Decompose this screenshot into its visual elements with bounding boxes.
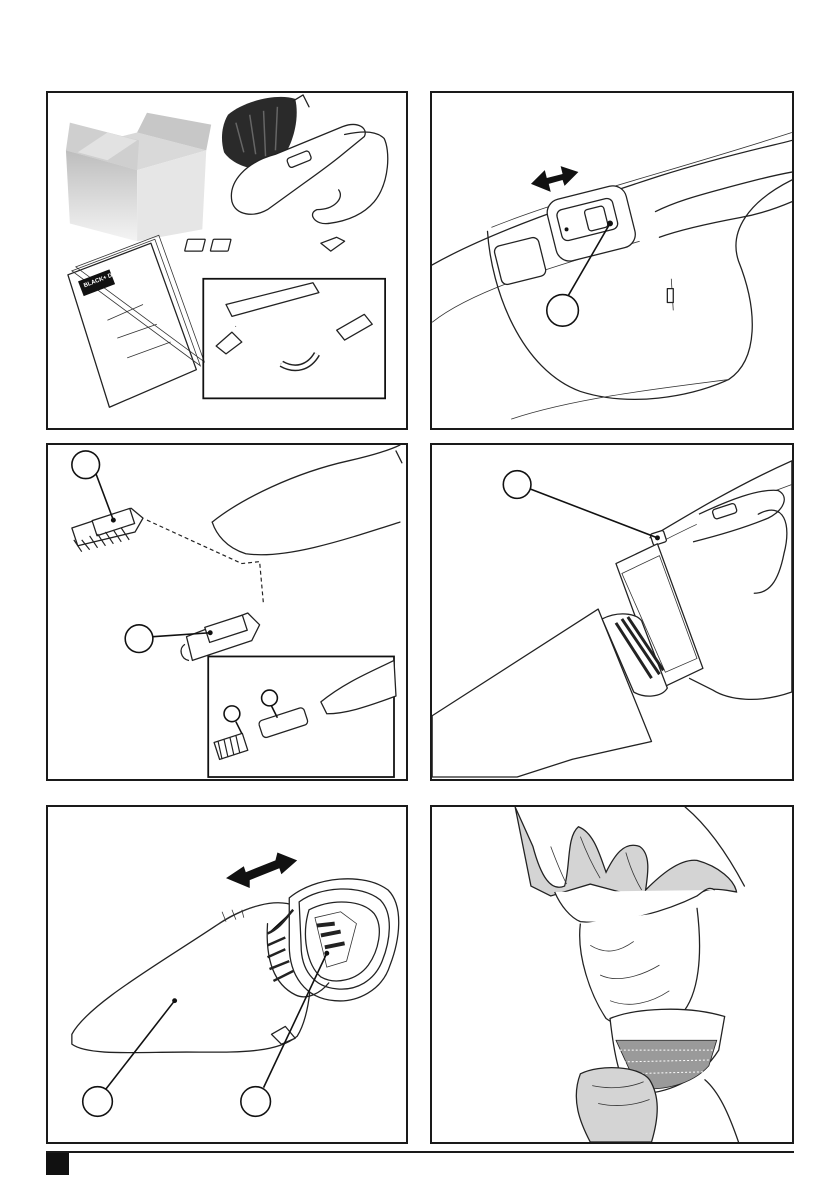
instruction-manual-illustration: BLACK+ DECKER bbox=[68, 235, 204, 407]
figure-attach-nozzles bbox=[46, 443, 408, 781]
crevice-tool-illustration bbox=[181, 613, 260, 660]
vacuum-nose-illustration bbox=[212, 445, 402, 555]
figure-release-bowl bbox=[430, 443, 794, 781]
vacuum-body-illustration bbox=[72, 903, 311, 1053]
slide-direction-arrows-icon bbox=[226, 852, 297, 888]
accessory-inset bbox=[203, 279, 385, 399]
brush-tool-illustration bbox=[72, 508, 143, 551]
vacuum-side-illustration bbox=[602, 461, 792, 700]
cardboard-box-illustration bbox=[66, 113, 211, 241]
figure-remove-filter bbox=[46, 805, 408, 1144]
slide-direction-arrows-icon bbox=[531, 166, 578, 192]
filter-bag-illustration bbox=[555, 888, 715, 1027]
callout-brush-tool bbox=[72, 451, 116, 523]
vacuum-body-illustration bbox=[432, 133, 792, 420]
figure-separate-filter bbox=[430, 805, 794, 1144]
callout-release-button bbox=[503, 471, 660, 541]
figure-package-contents: BLACK+ DECKER bbox=[46, 91, 408, 430]
page-marker bbox=[46, 1153, 69, 1175]
figure-power-switch bbox=[430, 91, 794, 430]
footer-rule bbox=[46, 1151, 794, 1153]
hose-inset bbox=[208, 656, 396, 777]
nozzle-accessories-illustration bbox=[185, 237, 345, 251]
